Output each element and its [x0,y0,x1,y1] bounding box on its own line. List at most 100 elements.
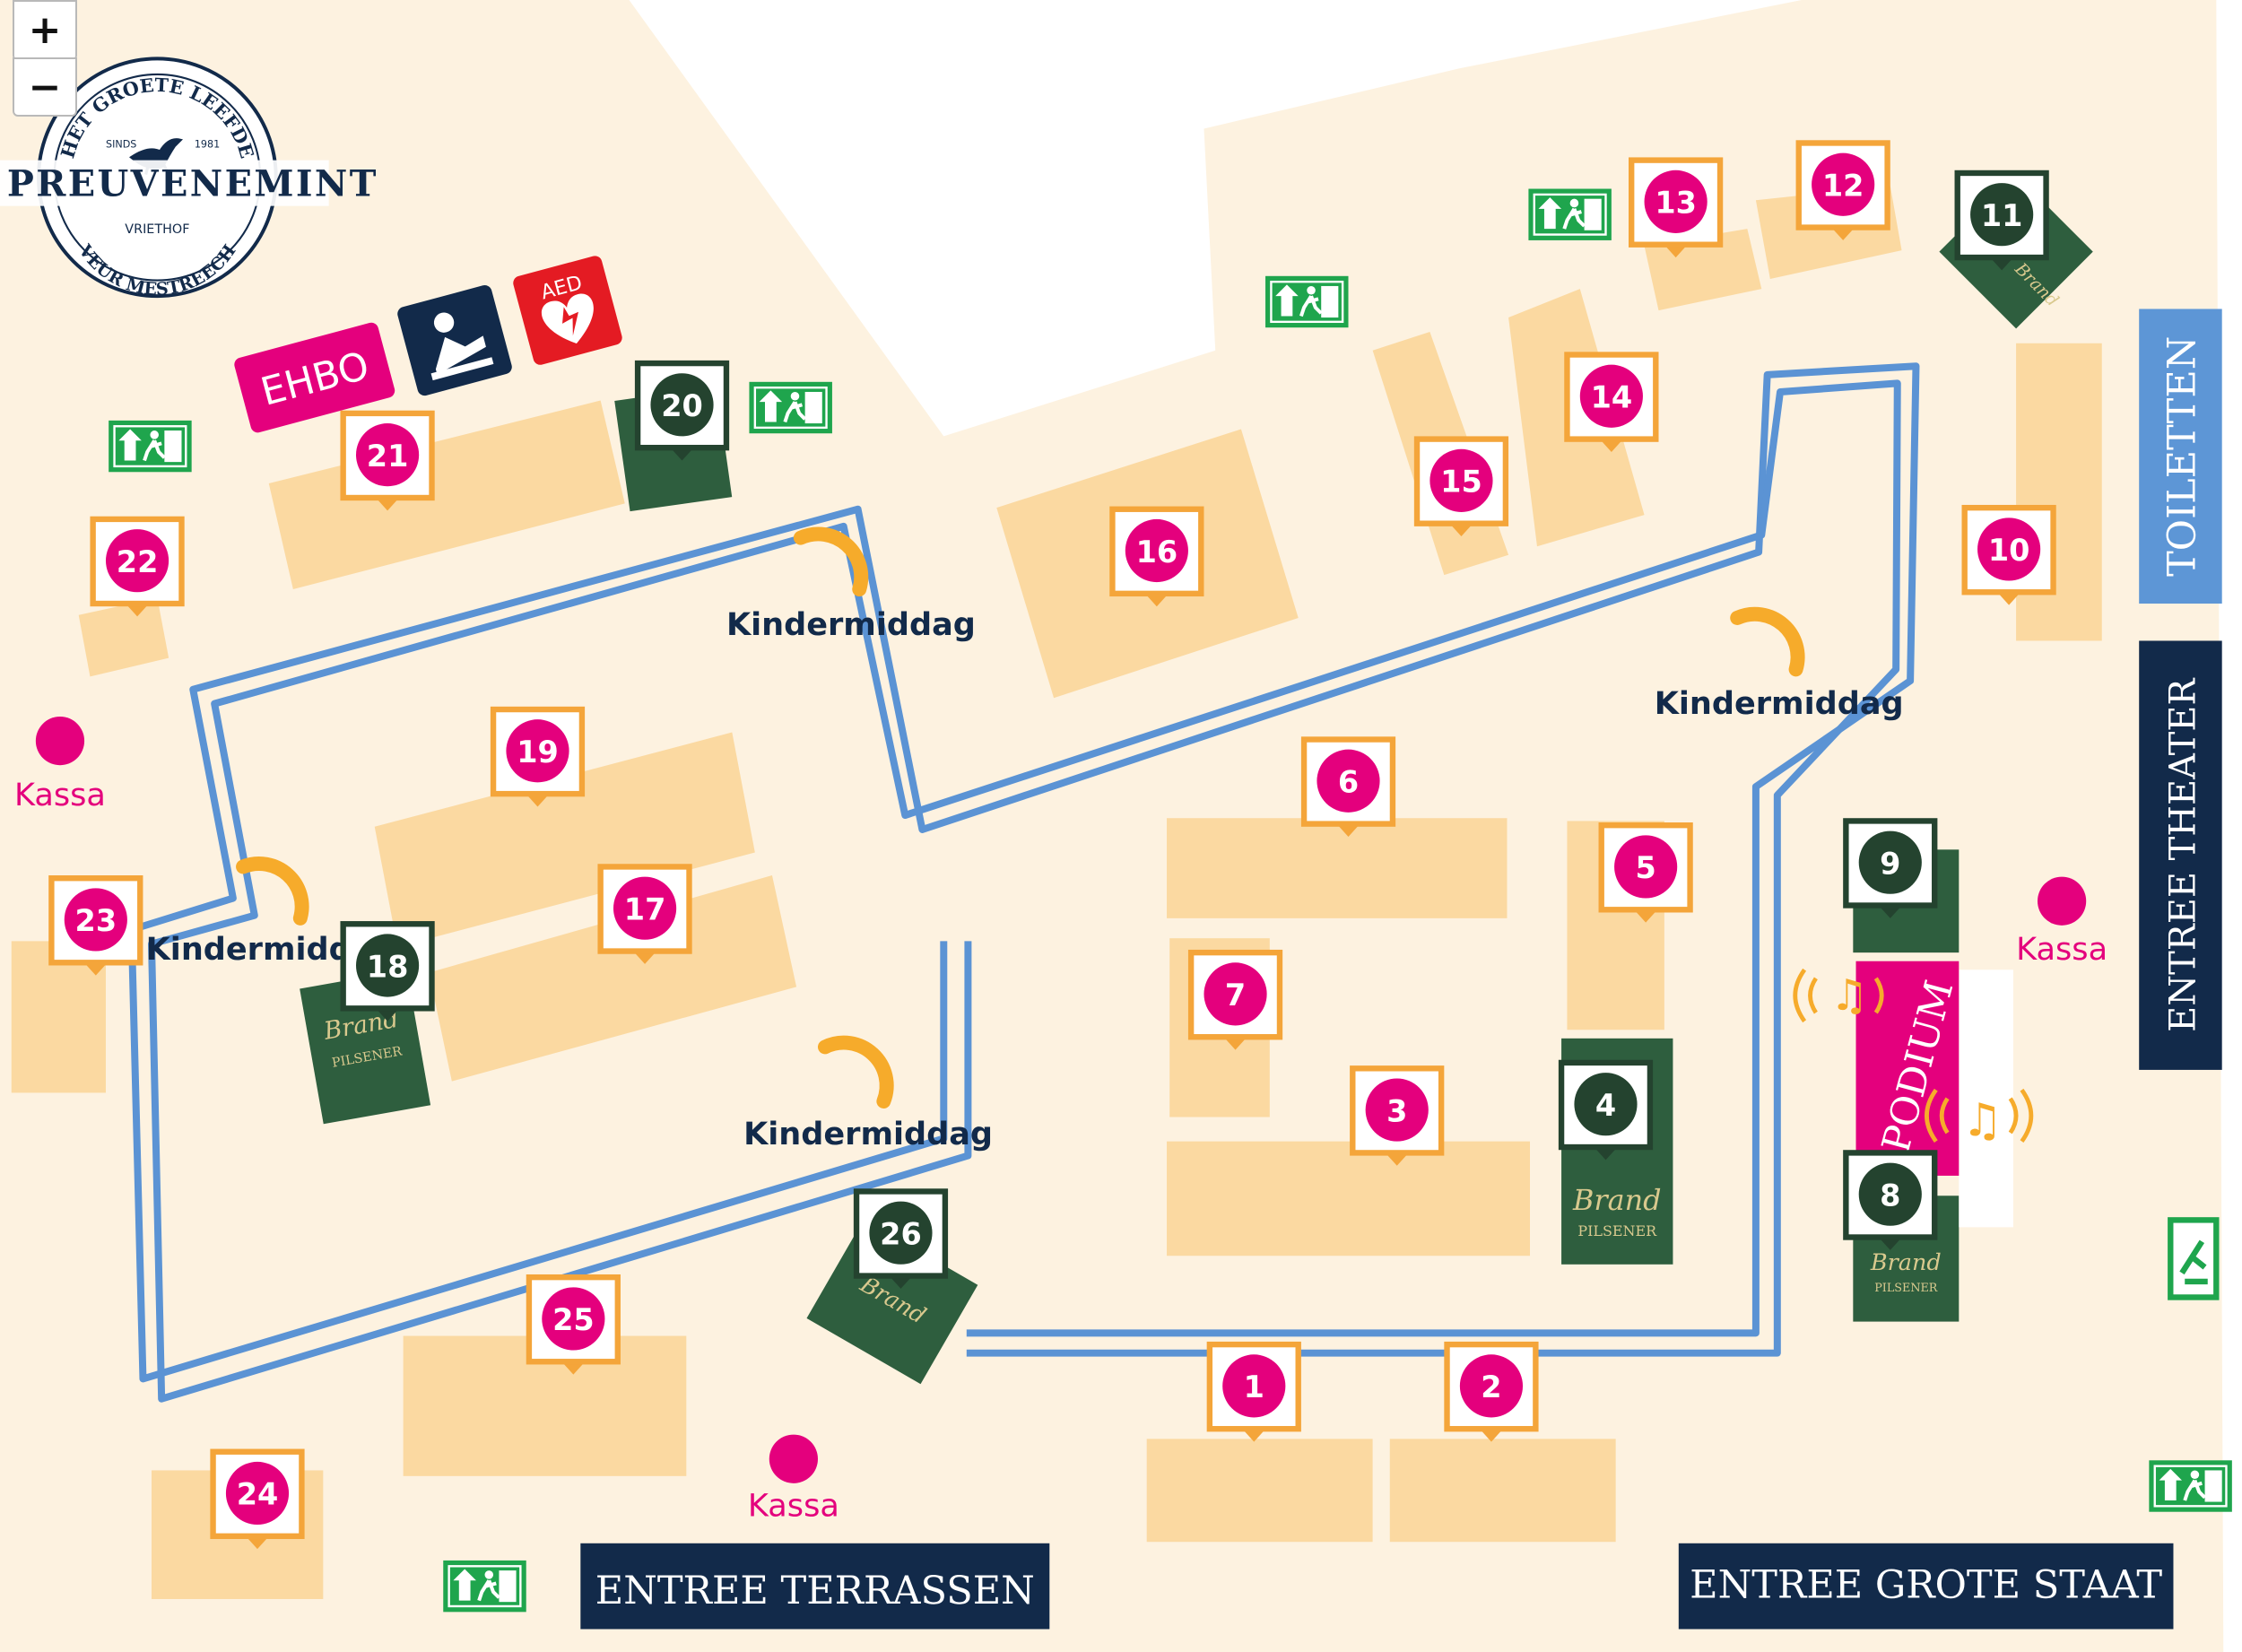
stand-pin-number: 2 [1481,1369,1501,1404]
stand-pin-12[interactable]: 12 [1795,140,1890,240]
zoom-in-button[interactable]: + [13,0,77,59]
stand-area-19 [374,732,755,947]
stand-pin-4[interactable]: 4 [1558,1059,1654,1161]
stand-pin-number: 11 [1981,198,2023,233]
stand-pin-7[interactable]: 7 [1187,949,1283,1050]
stand-pin-5[interactable]: 5 [1598,822,1693,923]
stand-pin-number: 18 [367,949,409,984]
kindermiddag-arc-icon [793,526,869,597]
kindermiddag-label: Kindermidd [146,931,352,968]
stand-pin-20[interactable]: 20 [634,360,730,461]
stand-pin-17[interactable]: 17 [597,864,692,964]
route-line [127,362,1920,1403]
stand-pin-number: 14 [1591,380,1633,415]
svg-text:1981: 1981 [195,138,220,150]
stand-pin-14[interactable]: 14 [1564,352,1659,452]
svg-text:PILSENER: PILSENER [1577,1222,1657,1239]
emergency-exits [109,188,2232,1613]
stand-pin-15[interactable]: 15 [1413,436,1509,537]
svg-text:ENTREE TERRASSEN: ENTREE TERRASSEN [595,1569,1035,1613]
stand-pin-26[interactable]: 26 [853,1188,949,1289]
svg-text:♫: ♫ [1830,971,1869,1021]
stand-pin-21[interactable]: 21 [340,410,435,511]
svg-text:PILSENER: PILSENER [1874,1282,1938,1295]
stand-area-6 [1167,818,1508,918]
stand-pin-13[interactable]: 13 [1629,157,1724,258]
stand-pin-3[interactable]: 3 [1350,1065,1445,1166]
kassa-dot [2038,876,2087,926]
kindermiddag-label: Kindermiddag [726,606,976,643]
stand-area-21 [268,400,625,590]
svg-text:ENTREE GROTE STAAT: ENTREE GROTE STAAT [1690,1562,2162,1607]
stand-pin-9[interactable]: 9 [1843,818,1938,918]
stand-pin-number: 6 [1338,765,1359,800]
stand-pin-number: 26 [880,1216,922,1251]
stand-pin-number: 15 [1440,465,1482,500]
emergency-exit-icon [2149,1460,2232,1512]
stand-area-22 [78,597,169,677]
svg-text:SINDS: SINDS [106,138,136,150]
stand-pin-number: 1 [1244,1369,1264,1404]
svg-text:Brand: Brand [1572,1183,1662,1217]
kindermiddag-arc-icon [817,1035,894,1109]
svg-text:Brand: Brand [1870,1249,1942,1276]
kindermiddag-arc-icon [236,856,309,926]
toiletten-banner: TOILETTEN [2139,309,2222,604]
kassa-dot [769,1434,818,1483]
stand-pin-18[interactable]: 18 [340,921,435,1022]
aed-sign: AED [513,256,622,365]
kassa-dot [35,716,85,766]
stand-pin-number: 23 [75,903,117,938]
stand-pin-25[interactable]: 25 [526,1274,621,1375]
emergency-exit-icon [109,420,192,473]
stand-area-2 [1389,1439,1616,1543]
ehbo-sign: EHBO [234,322,395,433]
stand-area-1 [1146,1439,1373,1543]
stand-pin-number: 9 [1880,846,1900,881]
baby-changing-icon [397,285,512,396]
stand-pin-6[interactable]: 6 [1300,736,1396,837]
kindermiddag-label: Kindermiddag [1655,685,1904,722]
stand-pin-number: 16 [1136,535,1178,570]
stand-pin-11[interactable]: 11 [1954,170,2049,271]
stand-pin-16[interactable]: 16 [1109,506,1204,607]
stand-pin-number: 5 [1635,850,1655,885]
stand-pin-number: 17 [624,891,666,926]
stand-pin-number: 3 [1386,1093,1407,1128]
stand-pin-number: 7 [1225,978,1246,1013]
stand-pin-2[interactable]: 2 [1444,1341,1539,1442]
stand-pin-10[interactable]: 10 [1961,504,2056,605]
stand-pin-22[interactable]: 22 [90,516,185,617]
emergency-exit-icon [443,1560,526,1613]
stand-pin-8[interactable]: 8 [1843,1150,1938,1250]
emergency-exit-icon [749,381,832,434]
entree-grote-staat-banner[interactable]: ENTREE GROTE STAAT [1678,1543,2174,1630]
music-note-icon: ♫ [1925,1088,2034,1147]
kindermiddag-labels: Kindermiddag Kindermiddag Kindermidd Kin… [146,606,1904,1152]
stand-pin-number: 22 [117,544,159,579]
stand-area-3 [1167,1141,1530,1256]
entree-terrassen-banner[interactable]: ENTREE TERRASSEN [580,1543,1050,1630]
stand-pin-number: 10 [1988,533,2030,568]
kassa-points: Kassa Kassa Kassa [14,716,2107,1524]
stand-pin-1[interactable]: 1 [1206,1341,1301,1442]
stand-pin-number: 4 [1595,1088,1616,1123]
podium: PODIUM ♫ ♫ [1793,961,2034,1228]
preuvenemint-logo: HET GROETE LEEFDE VEUR MESTREECH SINDS 1… [0,57,378,300]
stand-pin-number: 25 [552,1302,595,1337]
kindermiddag-arc-icon [1730,606,1805,677]
stand-pin-24[interactable]: 24 [210,1448,305,1550]
facilities: EHBO AED [234,256,622,433]
entree-theater-banner[interactable]: ENTREE THEATER [2139,640,2222,1070]
kassa-label: Kassa [748,1487,839,1524]
stand-areas [11,186,2102,1599]
stand-pin-number: 24 [237,1477,279,1512]
emergency-exit-icon [2168,1217,2220,1300]
logo-name: 'T PREUVENEMINT [0,163,378,204]
stand-pin-19[interactable]: 19 [490,706,586,807]
zoom-out-button[interactable]: − [13,57,77,117]
svg-text:TOILETTEN: TOILETTEN [2159,336,2204,577]
stand-pin-23[interactable]: 23 [48,875,143,976]
kassa-label: Kassa [2016,931,2107,968]
